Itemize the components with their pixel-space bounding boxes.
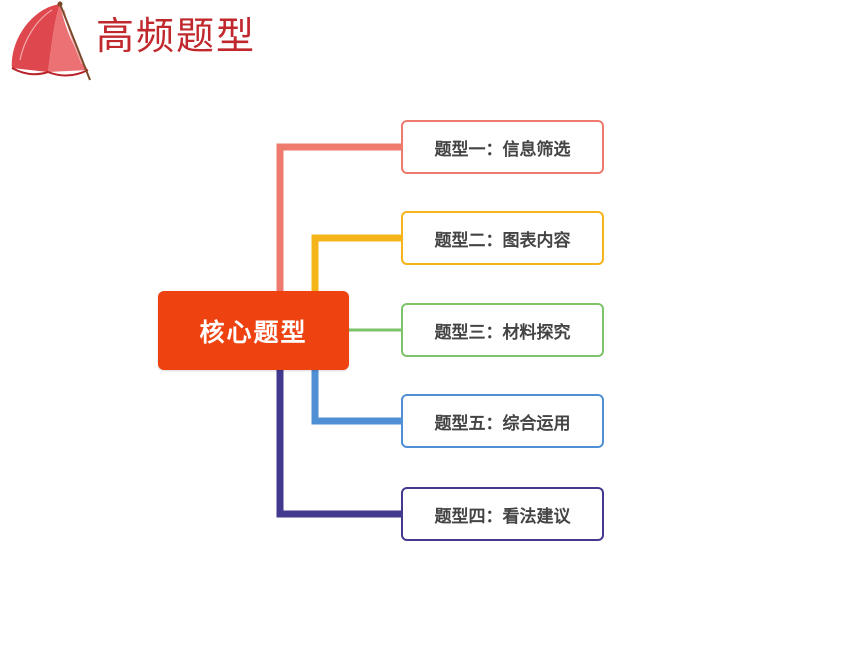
root-node: 核心题型 [158, 291, 349, 370]
page-title: 高频题型 [96, 14, 257, 58]
branch-node-3: 题型三：材料探究 [401, 303, 604, 357]
branch-node-5: 题型四：看法建议 [401, 487, 604, 541]
branch-node-4: 题型五：综合运用 [401, 394, 604, 448]
branch-node-1: 题型一：信息筛选 [401, 120, 604, 174]
connector-4 [311, 370, 402, 425]
red-umbrella-icon [11, 1, 91, 81]
connector-2 [311, 234, 402, 291]
connector-1 [276, 143, 402, 291]
branch-node-2: 题型二：图表内容 [401, 211, 604, 265]
connector-5 [276, 370, 402, 518]
